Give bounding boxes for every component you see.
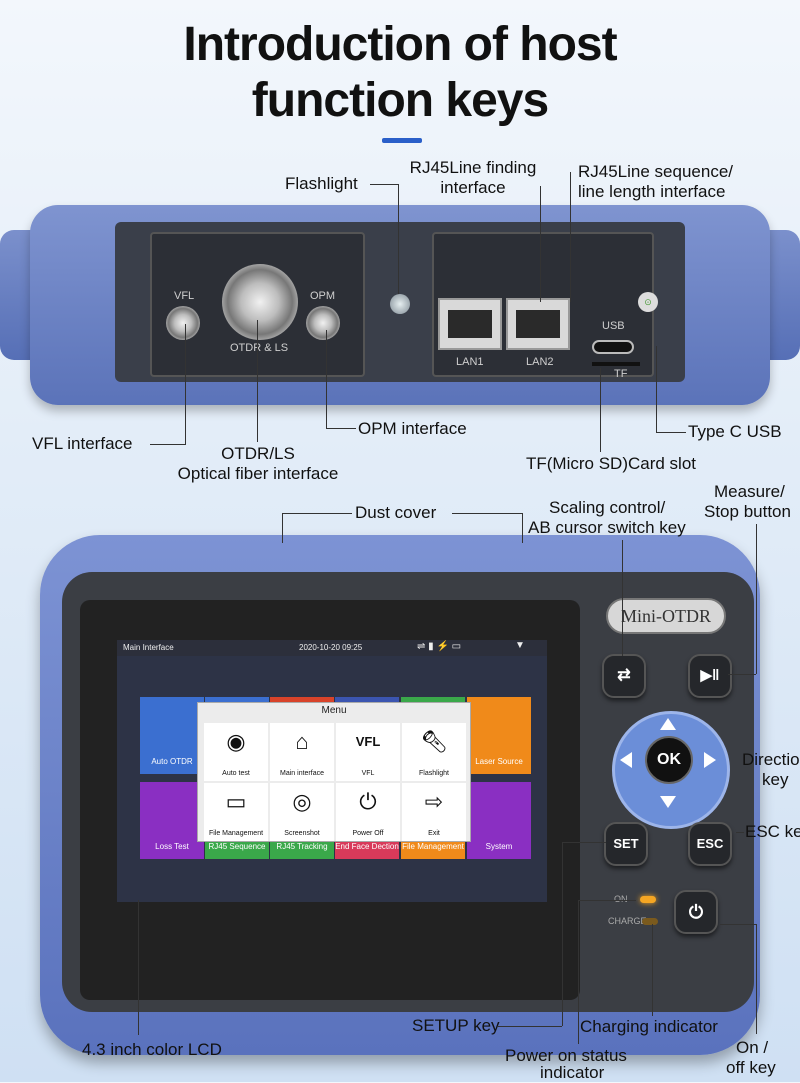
tile-end-face-label: End Face Dection bbox=[335, 842, 399, 851]
esc-key-callout: ESC key bbox=[745, 822, 800, 841]
charge-led-label: CHARGE bbox=[608, 916, 647, 926]
otdr-port-label: OTDR & LS bbox=[230, 342, 289, 354]
scaling-key[interactable]: ⇄ bbox=[602, 654, 646, 698]
onoff-callout-2: off key bbox=[726, 1058, 776, 1077]
vfl-interface-callout: VFL interface bbox=[32, 434, 133, 453]
setup-key-callout: SETUP key bbox=[412, 1016, 500, 1035]
exit-icon: ⇨ bbox=[424, 789, 444, 814]
left-arrow-key[interactable] bbox=[620, 752, 632, 768]
opm-port-label: OPM bbox=[310, 290, 336, 302]
otdr-ls-callout-1: OTDR/LS bbox=[221, 444, 295, 463]
flashlight-callout: Flashlight bbox=[285, 174, 358, 193]
lan2-label: LAN2 bbox=[526, 356, 554, 368]
menu-item-auto-test[interactable]: ◉Auto test bbox=[204, 723, 268, 781]
direction-callout-1: Direction bbox=[742, 750, 800, 769]
lcd-callout: 4.3 inch color LCD bbox=[82, 1040, 222, 1059]
direction-callout-2: key bbox=[762, 770, 789, 789]
otdr-connector bbox=[222, 264, 298, 340]
measure-callout-2: Stop button bbox=[704, 502, 791, 521]
tf-slot bbox=[592, 362, 640, 366]
rj45-finding-callout-1: RJ45Line finding bbox=[409, 158, 537, 177]
dropdown-icon[interactable]: ▼ bbox=[515, 640, 525, 651]
flashlight-icon: 🔦︎ bbox=[420, 729, 448, 754]
menu-item-power-off[interactable]: ⏻Power Off bbox=[336, 783, 400, 841]
charging-led bbox=[642, 918, 658, 925]
tile-rj45-tracking-label: RJ45 Tracking bbox=[276, 842, 328, 851]
lan2-port bbox=[506, 298, 570, 350]
menu-title: Menu bbox=[321, 705, 347, 716]
tile-auto-otdr[interactable]: Auto OTDR bbox=[140, 697, 204, 774]
home-icon: ⌂ bbox=[295, 729, 309, 754]
status-icons: ⇌ ▮ ⚡ ▭ bbox=[417, 641, 462, 652]
tile-file-management-label: File Management bbox=[402, 842, 464, 851]
rj45-sequence-callout-2: line length interface bbox=[578, 182, 726, 201]
menu-item-screenshot[interactable]: ◎Screenshot bbox=[270, 783, 334, 841]
usb-c-port bbox=[592, 340, 634, 354]
tile-laser-source-label: Laser Source bbox=[475, 757, 523, 766]
up-arrow-key[interactable] bbox=[660, 718, 676, 730]
camera-icon: ◎ bbox=[292, 789, 312, 814]
page-title-line1: Introduction of host bbox=[183, 18, 617, 71]
down-arrow-key[interactable] bbox=[660, 796, 676, 808]
type-c-usb-callout: Type C USB bbox=[688, 422, 782, 441]
measure-stop-key[interactable]: ▶‖ bbox=[688, 654, 732, 698]
power-status-callout-1: Power on status bbox=[505, 1046, 627, 1065]
tile-loss-test[interactable]: Loss Test bbox=[140, 782, 204, 859]
cert-badge-icon: ⊙ bbox=[638, 292, 658, 312]
lan1-port bbox=[438, 298, 502, 350]
tf-card-callout: TF(Micro SD)Card slot bbox=[526, 454, 697, 473]
set-key[interactable]: SET bbox=[604, 822, 648, 866]
dust-cover-callout: Dust cover bbox=[355, 503, 437, 522]
usb-label: USB bbox=[602, 320, 625, 332]
otdr-ls-callout-2: Optical fiber interface bbox=[177, 464, 339, 483]
page-title-line2: function keys bbox=[251, 74, 549, 127]
rj45-finding-callout-2: interface bbox=[440, 178, 506, 197]
screen-title: Main Interface bbox=[123, 643, 174, 652]
folder-icon: ▭ bbox=[225, 789, 247, 814]
vfl-port-label: VFL bbox=[174, 290, 195, 302]
ok-key[interactable]: OK bbox=[645, 736, 693, 784]
rj45-port-panel: LAN1 LAN2 USB TF bbox=[432, 232, 654, 380]
scaling-callout-2: AB cursor switch key bbox=[528, 518, 686, 537]
title-underline bbox=[382, 138, 422, 143]
power-icon: ⏻ bbox=[359, 789, 377, 814]
power-key[interactable]: ⏻ bbox=[674, 890, 718, 934]
power-status-callout-2: indicator bbox=[540, 1063, 605, 1082]
scaling-callout-1: Scaling control/ bbox=[549, 498, 666, 517]
on-led-label: ON bbox=[614, 894, 628, 904]
brand-label: Mini-OTDR bbox=[606, 598, 726, 634]
right-arrow-key[interactable] bbox=[704, 752, 716, 768]
tile-system-label: System bbox=[485, 842, 513, 851]
menu-item-file-management[interactable]: ▭File Management bbox=[204, 783, 268, 841]
menu-item-main-interface[interactable]: ⌂Main interface bbox=[270, 723, 334, 781]
power-status-led bbox=[640, 896, 656, 903]
rj45-sequence-callout-1: RJ45Line sequence/ bbox=[578, 162, 734, 181]
onoff-callout-1: On / bbox=[736, 1038, 769, 1057]
menu-item-flashlight[interactable]: 🔦︎Flashlight bbox=[402, 723, 466, 781]
esc-key[interactable]: ESC bbox=[688, 822, 732, 866]
opm-interface-callout: OPM interface bbox=[358, 419, 467, 438]
menu-item-exit[interactable]: ⇨Exit bbox=[402, 783, 466, 841]
vfl-connector bbox=[166, 306, 200, 340]
tf-label: TF bbox=[614, 368, 628, 380]
auto-test-icon: ◉ bbox=[226, 729, 246, 754]
tile-auto-otdr-label: Auto OTDR bbox=[151, 757, 193, 766]
measure-callout-1: Measure/ bbox=[714, 482, 785, 501]
tile-system[interactable]: System bbox=[467, 782, 531, 859]
tile-laser-source[interactable]: Laser Source bbox=[467, 697, 531, 774]
screen-datetime: 2020-10-20 09:25 bbox=[299, 643, 363, 652]
tile-loss-test-label: Loss Test bbox=[155, 842, 189, 851]
lan1-label: LAN1 bbox=[456, 356, 484, 368]
flashlight-lens bbox=[390, 294, 410, 314]
screen-status-bar: Main Interface 2020-10-20 09:25 ⇌ ▮ ⚡ ▭ … bbox=[117, 640, 547, 656]
opm-connector bbox=[306, 306, 340, 340]
charging-callout: Charging indicator bbox=[580, 1017, 718, 1036]
vfl-icon: VFL bbox=[355, 734, 381, 749]
